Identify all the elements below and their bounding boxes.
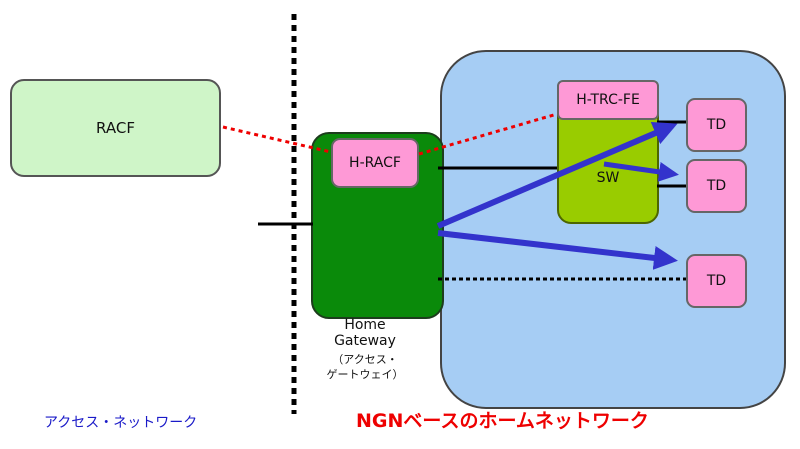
home-network-label: NGNベースのホームネットワーク — [356, 410, 649, 432]
home-gateway-label-line1: Home — [344, 317, 386, 333]
hracf-to-htrcfe-link — [418, 112, 558, 156]
terminal-device-1: TD — [686, 98, 747, 152]
home-gateway-label: Home Gateway — [300, 317, 430, 349]
racf-box: RACF — [10, 79, 221, 177]
switch-label: SW — [596, 170, 620, 186]
terminal-device-label: TD — [706, 273, 727, 289]
h-racf-box: H-RACF — [331, 138, 419, 188]
h-trc-fe-label: H-TRC-FE — [576, 92, 640, 108]
flow-arrow-to-td3 — [437, 230, 678, 270]
home-gateway-label-line2: Gateway — [334, 333, 396, 349]
terminal-device-3: TD — [686, 254, 747, 308]
access-network-label: アクセス・ネットワーク — [44, 415, 198, 431]
home-gateway-sublabel: （アクセス・ ゲートウェイ） — [326, 353, 404, 381]
racf-label: RACF — [96, 119, 135, 137]
terminal-device-label: TD — [706, 178, 727, 194]
terminal-device-2: TD — [686, 159, 747, 213]
flow-arrow-to-td2 — [603, 161, 679, 182]
racf-to-hracf-link — [222, 125, 332, 154]
h-racf-label: H-RACF — [349, 155, 401, 171]
h-trc-fe-box: H-TRC-FE — [557, 80, 659, 120]
terminal-device-label: TD — [706, 117, 727, 133]
flow-arrow-to-td1 — [436, 122, 678, 229]
